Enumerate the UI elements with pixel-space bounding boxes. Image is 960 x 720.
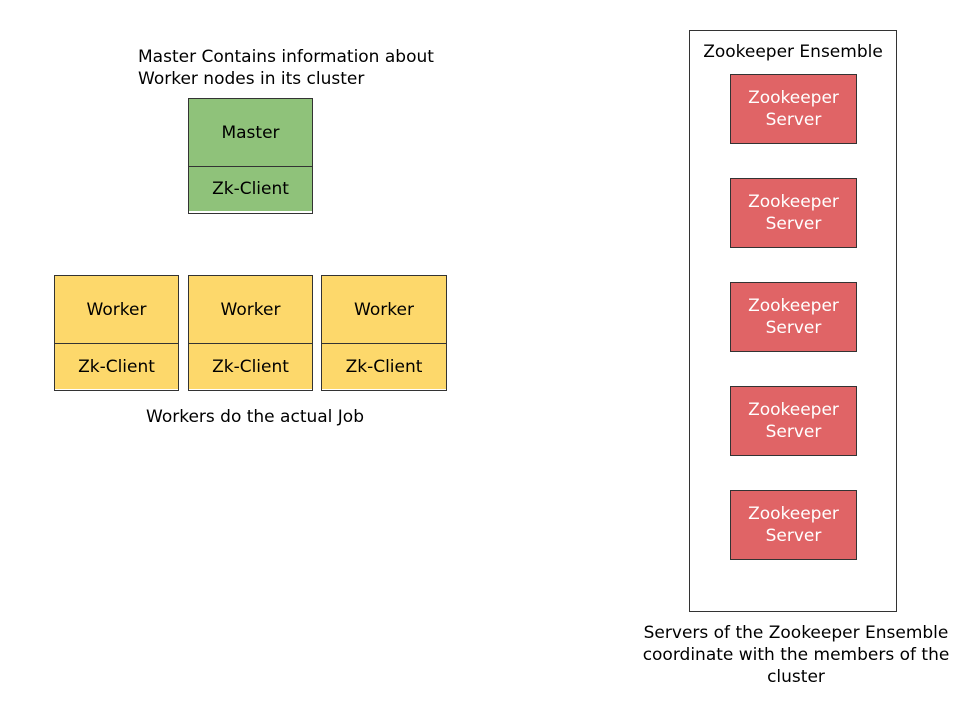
server-line2: Server	[765, 110, 822, 130]
server-line1: Zookeeper	[748, 88, 839, 108]
ensemble-caption-line2: coordinate with the members of the	[642, 645, 950, 665]
server-line1: Zookeeper	[748, 296, 839, 316]
worker-label: Worker	[322, 276, 446, 344]
master-zk-client: Zk-Client	[189, 167, 312, 211]
ensemble-title: Zookeeper Ensemble	[703, 42, 883, 62]
worker-node-3: Worker Zk-Client	[321, 275, 447, 391]
worker-zk-client: Zk-Client	[189, 344, 312, 389]
server-line2: Server	[765, 318, 822, 338]
server-line2: Server	[765, 214, 822, 234]
workers-caption: Workers do the actual Job	[146, 407, 365, 427]
master-caption-line2: Worker nodes in its cluster	[138, 69, 365, 89]
ensemble-caption-line3: cluster	[767, 667, 825, 687]
worker-node-2: Worker Zk-Client	[188, 275, 313, 391]
worker-label: Worker	[189, 276, 312, 344]
master-label: Master	[189, 99, 312, 167]
worker-node-1: Worker Zk-Client	[54, 275, 179, 391]
worker-label: Worker	[55, 276, 178, 344]
master-node: Master Zk-Client	[188, 98, 313, 214]
server-line2: Server	[765, 526, 822, 546]
server-line1: Zookeeper	[748, 400, 839, 420]
server-line1: Zookeeper	[748, 192, 839, 212]
master-caption: Master Contains information about Worker…	[138, 46, 434, 90]
server-line2: Server	[765, 422, 822, 442]
master-caption-line1: Master Contains information about	[138, 47, 434, 67]
server-line1: Zookeeper	[748, 504, 839, 524]
worker-zk-client: Zk-Client	[322, 344, 446, 389]
ensemble-caption-line1: Servers of the Zookeeper Ensemble	[643, 623, 949, 643]
ensemble-caption: Servers of the Zookeeper Ensemble coordi…	[640, 622, 952, 688]
worker-zk-client: Zk-Client	[55, 344, 178, 389]
